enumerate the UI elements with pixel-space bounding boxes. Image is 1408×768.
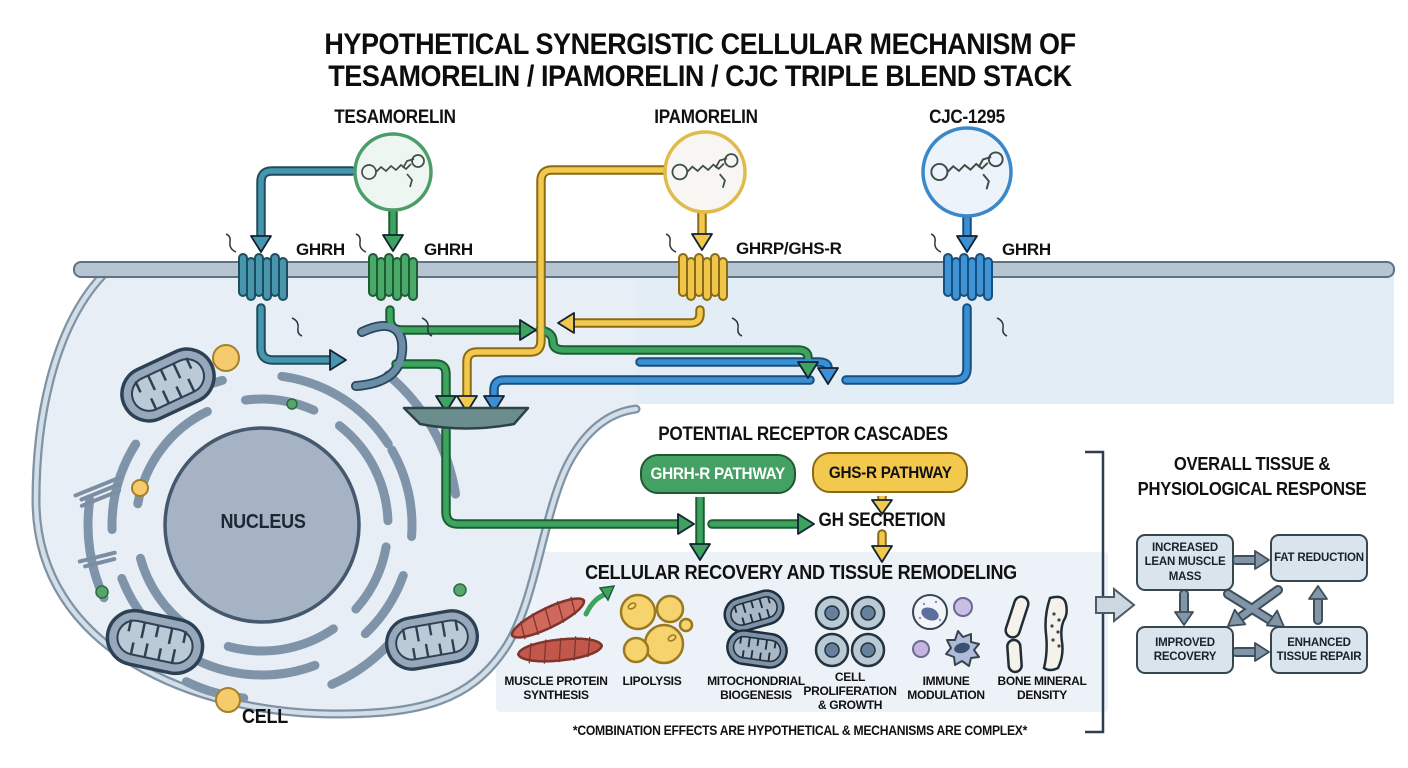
tesamorelin-molecule (353, 132, 433, 212)
cjc-molecule (921, 126, 1013, 218)
peptide-label-cjc: CJC-1295 (929, 107, 1005, 128)
recovery-item-label: BONE MINERAL DENSITY (997, 674, 1087, 703)
recovery-item-label: MUSCLE PROTEIN SYNTHESIS (504, 674, 608, 703)
ghs-pathway-box: GHS-R PATHWAY (812, 452, 968, 493)
recovery-item-label: MITOCHONDRIAL BIOGENESIS (707, 674, 805, 703)
arrowheads (250, 233, 978, 563)
bone-joint-icon (1004, 595, 1068, 674)
receptor-label-ghrh-4: GHRH (1002, 240, 1051, 259)
diagram-title-line1: HYPOTHETICAL SYNERGISTIC CELLULAR MECHAN… (324, 28, 1076, 61)
receptor-ghrh-4 (930, 233, 1008, 337)
nucleus-label: NUCLEUS (220, 511, 306, 533)
receptor-label-ghrh-1: GHRH (296, 240, 345, 259)
response-arrows (1174, 550, 1328, 662)
response-box-tissue-repair: ENHANCED TISSUE REPAIR (1270, 626, 1368, 674)
response-heading-line1: OVERALL TISSUE & (1173, 453, 1331, 474)
fat-droplets-icon (619, 593, 694, 665)
receptor-label-ghrh-2: GHRH (424, 240, 473, 259)
gh-secretion-label: GH SECRETION (818, 510, 946, 531)
response-box-improved-recovery: IMPROVED RECOVERY (1136, 626, 1234, 674)
response-box-muscle-mass: INCREASED LEAN MUSCLE MASS (1136, 534, 1234, 591)
response-box-fat-reduction: FAT REDUCTION (1270, 534, 1368, 582)
cascades-heading: POTENTIAL RECEPTOR CASCADES (658, 424, 948, 445)
muscle-icon (510, 585, 616, 664)
cell-label: CELL (242, 706, 288, 728)
cells-icon (814, 595, 886, 668)
peptide-label-ipamorelin: IPAMORELIN (654, 107, 758, 128)
recovery-band (496, 552, 1108, 712)
recovery-heading: CELLULAR RECOVERY AND TISSUE REMODELING (585, 562, 1017, 584)
recovery-item-label: CELL PROLIFERATION & GROWTH (803, 670, 897, 713)
diagram-title-line2: TESAMORELIN / IPAMORELIN / CJC TRIPLE BL… (328, 60, 1072, 93)
receptor-ghrh-2 (355, 233, 433, 337)
receptor-ghs (665, 233, 743, 337)
summary-bracket (1085, 450, 1105, 734)
receptor-ghrh-1 (225, 233, 303, 337)
leads-to-arrow (1095, 586, 1136, 624)
immune-cells-icon (912, 594, 980, 667)
response-heading-line2: PHYSIOLOGICAL RESPONSE (1137, 478, 1367, 499)
receptor-label-ghs: GHRP/GHS-R (736, 239, 842, 258)
recovery-item-label: LIPOLYSIS (622, 674, 682, 688)
nucleus (163, 426, 361, 624)
vesicles (95, 344, 467, 713)
peptide-label-tesamorelin: TESAMORELIN (334, 107, 456, 128)
ghrh-pathway-box: GHRH-R PATHWAY (640, 454, 796, 494)
cytoskeleton-lines (73, 475, 123, 569)
footnote: *COMBINATION EFFECTS ARE HYPOTHETICAL & … (572, 723, 1028, 738)
signal-dock-platform (402, 406, 530, 430)
ipamorelin-molecule (663, 130, 747, 214)
recovery-item-label: IMMUNE MODULATION (907, 674, 985, 703)
